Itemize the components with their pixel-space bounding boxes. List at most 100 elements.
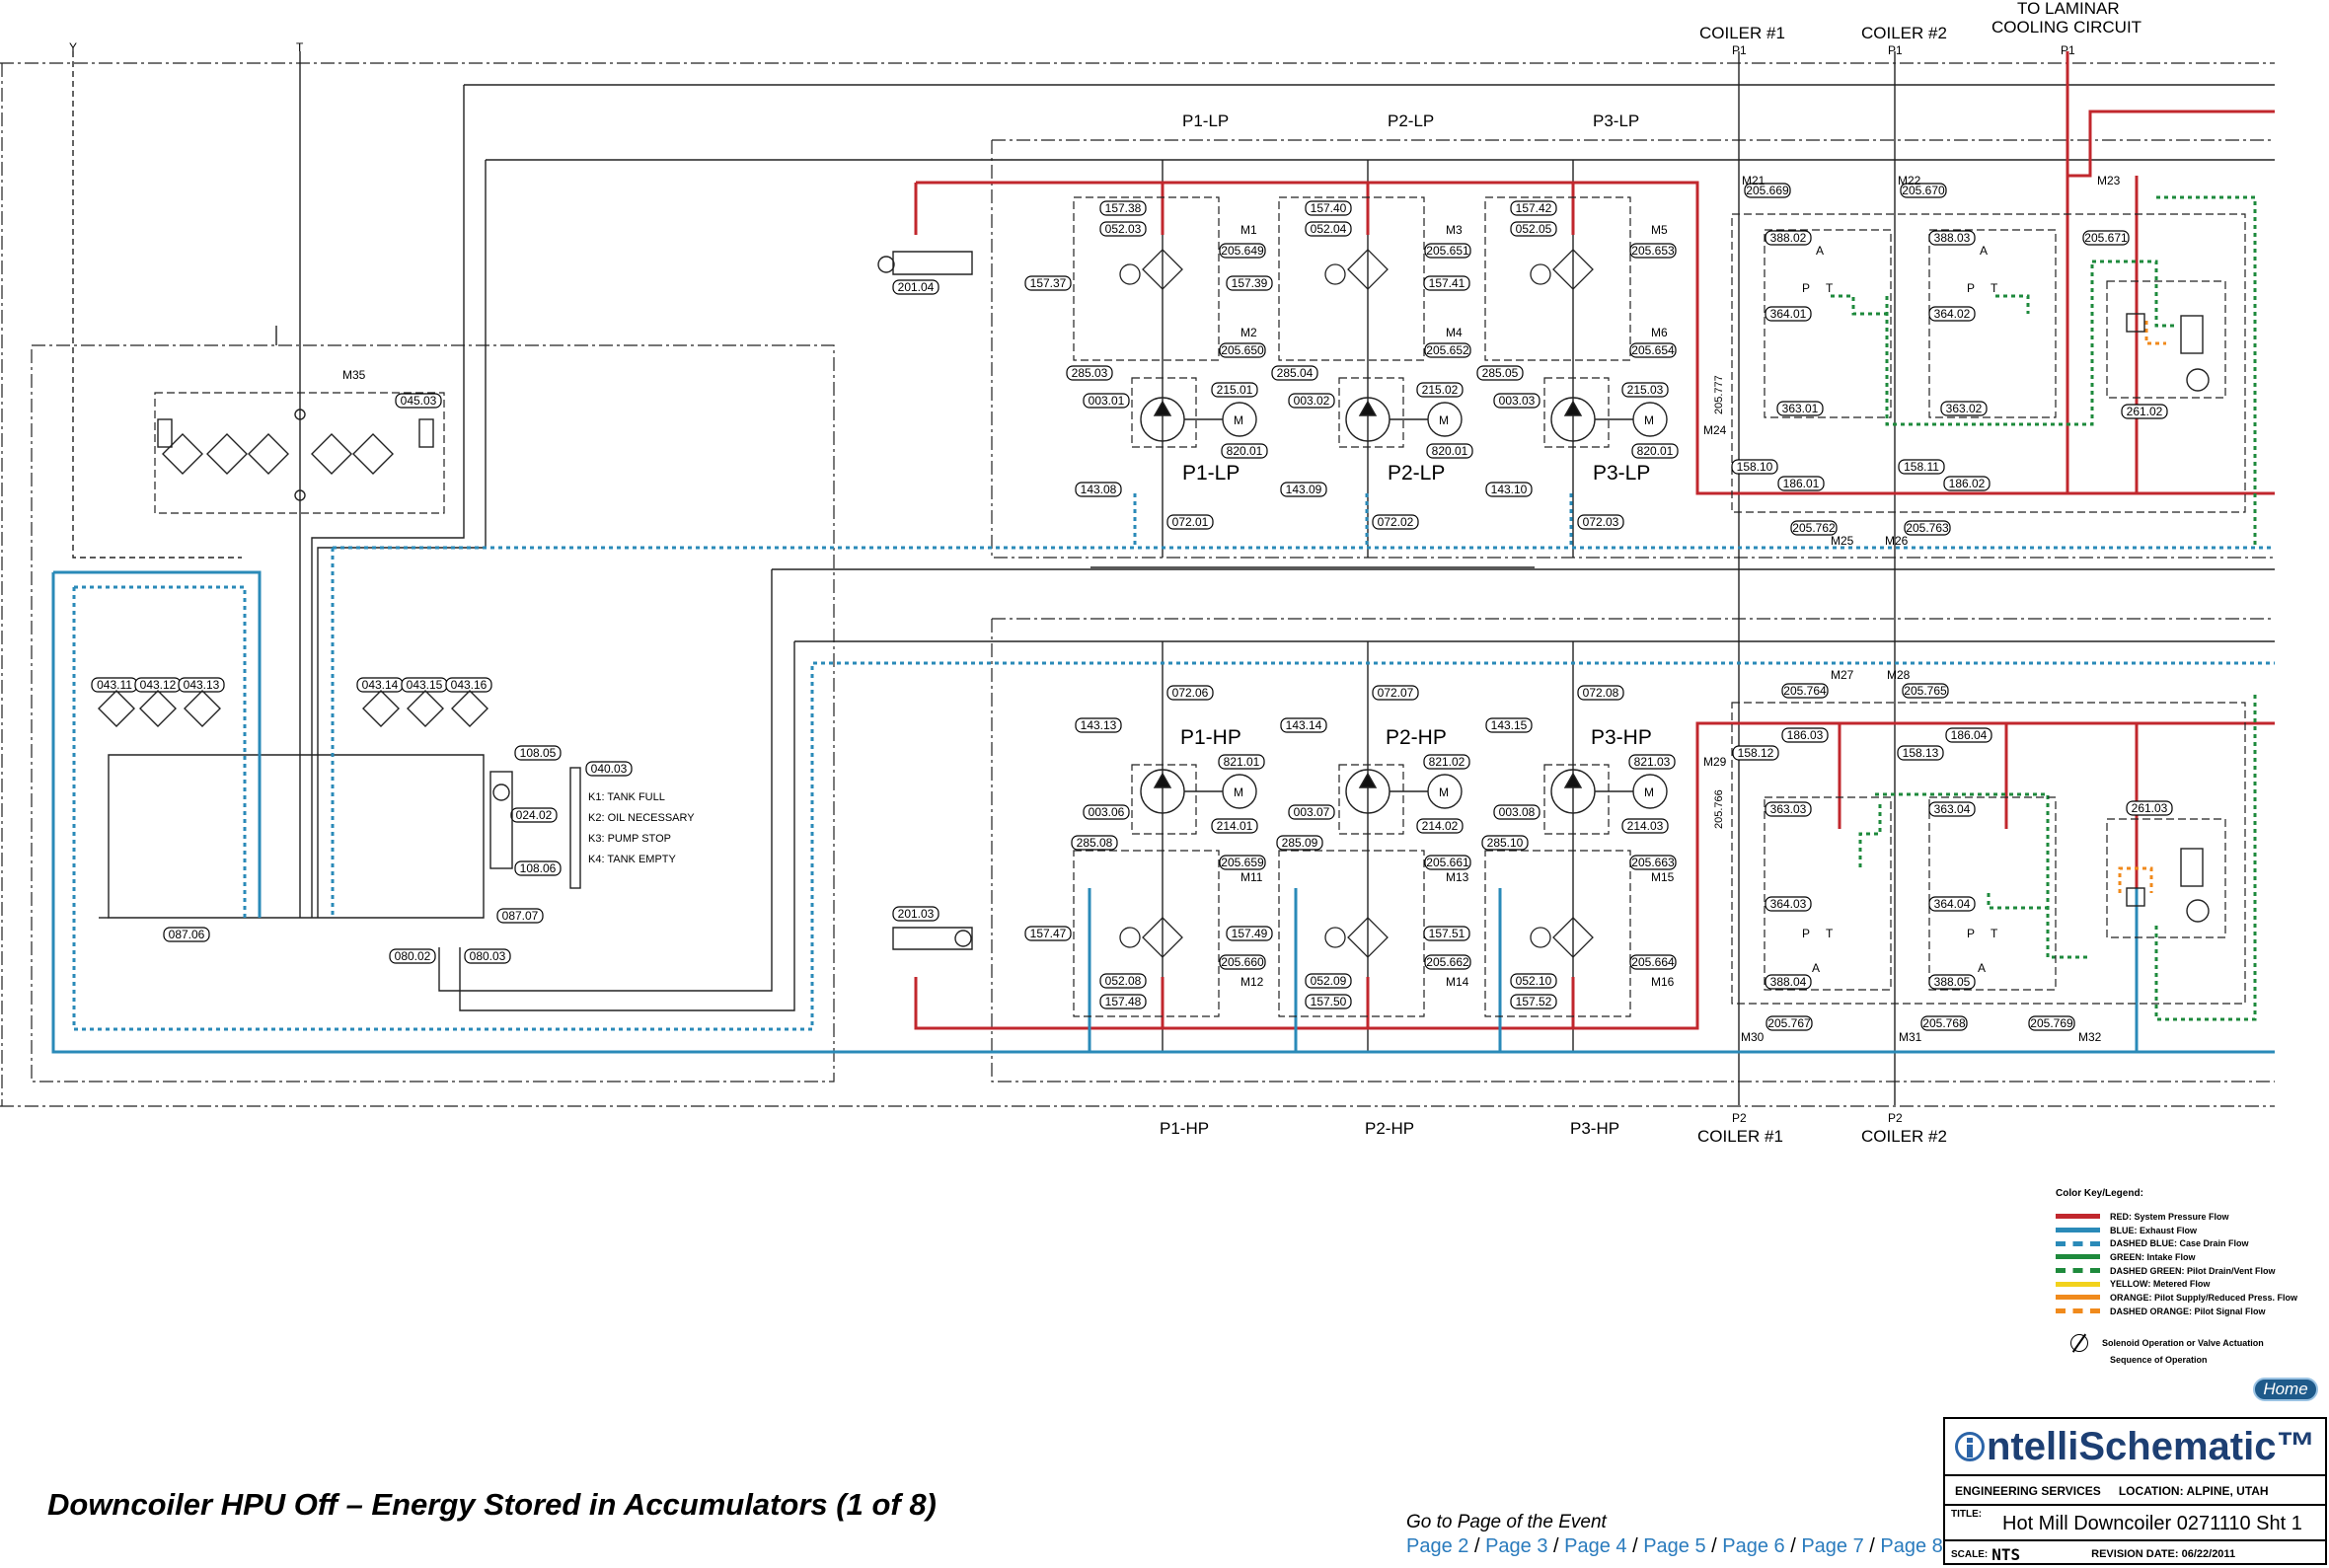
hp-tag-suction-1: 143.13 <box>1075 717 1122 733</box>
hp-tag-bot-3-text: 157.52 <box>1516 995 1552 1008</box>
hp-pump-3: M <box>1550 769 1668 814</box>
hp-tag-mbot-2: 205.662 <box>1424 954 1471 970</box>
hp-mtop-3: M15 <box>1651 870 1675 884</box>
legend-swatch <box>2056 1268 2100 1274</box>
port-a-1: A <box>1816 244 1824 258</box>
hp-tag-coupling-2: 214.02 <box>1416 818 1464 834</box>
m24-label: M24 <box>1703 423 1727 437</box>
tank-filters_left-2-text: 043.13 <box>184 678 220 692</box>
lc-v1-text: 388.04 <box>1770 975 1807 989</box>
k2-label: K2: OIL NECESSARY <box>588 812 695 824</box>
lp-pump-2: M <box>1345 397 1463 442</box>
lc-v1: 388.04 <box>1765 974 1812 990</box>
lp-tag-mtop-2-text: 205.651 <box>1426 244 1469 258</box>
page-link-2[interactable]: Page 2 <box>1406 1535 1469 1557</box>
page-link-6[interactable]: Page 6 <box>1722 1535 1785 1557</box>
legend-label: RED: System Pressure Flow <box>2110 1211 2229 1222</box>
tank-dir-top: 201.04 <box>892 279 939 295</box>
uc-f2: 158.11 <box>1898 459 1945 475</box>
lc-acc-text: 261.03 <box>2132 801 2168 815</box>
home-button[interactable]: Home <box>2253 1378 2318 1401</box>
lc-m28-tag: 205.765 <box>1902 683 1949 699</box>
location: LOCATION: ALPINE, UTAH <box>2118 1484 2269 1498</box>
svg-text:M: M <box>1234 785 1243 799</box>
hp-tag-side-1: 157.47 <box>1024 926 1072 941</box>
pump-headers: P1-LP P2-LP P3-LP P1-HP P2-HP P3-HP P1-L… <box>1160 112 1652 1138</box>
lp-tag-mbot-2: 205.652 <box>1424 342 1471 358</box>
hp-tag-mtop-2: 205.661 <box>1424 855 1471 870</box>
uc-m21-tag: 205.669 <box>1744 183 1791 198</box>
lp-header-3: P3-LP <box>1593 112 1639 130</box>
hp-filter-2 <box>1347 917 1389 958</box>
hp-footer-3: P3-HP <box>1570 1119 1619 1138</box>
legend-item: BLUE: Exhaust Flow <box>2056 1224 2322 1237</box>
lc-m30-tag-text: 205.767 <box>1767 1016 1811 1030</box>
lp-tag-pump-2: 003.02 <box>1288 393 1335 409</box>
lp-tag-mbot-2-text: 205.652 <box>1426 343 1469 357</box>
hp-tag-mbot-1: 205.660 <box>1219 954 1266 970</box>
lc-c1: 364.03 <box>1765 896 1812 912</box>
blue-case-drain-lines <box>72 493 2275 1031</box>
scale-value: NTS <box>1991 1544 2021 1564</box>
lp-tag-suction-1: 143.08 <box>1075 482 1122 497</box>
tank-filters_left-1-text: 043.12 <box>140 678 177 692</box>
m28-label: M28 <box>1887 668 1911 682</box>
hp-footer-2: P2-HP <box>1365 1119 1414 1138</box>
legend-item: DASHED BLUE: Case Drain Flow <box>2056 1236 2322 1250</box>
lp-tag-relief-2: 285.04 <box>1271 365 1318 381</box>
uc-r1-text: 363.01 <box>1782 402 1819 415</box>
k4-label: K4: TANK EMPTY <box>588 854 677 865</box>
uc-c2-text: 364.02 <box>1934 307 1971 321</box>
k3-label: K3: PUMP STOP <box>588 833 671 845</box>
tank-drain-text: 087.06 <box>169 928 205 941</box>
lc-f1-text: 158.12 <box>1738 746 1774 760</box>
tank-v-bot-text: 108.06 <box>520 861 557 875</box>
page-link-5[interactable]: Page 5 <box>1643 1535 1706 1557</box>
uc-n1: 186.01 <box>1777 476 1825 491</box>
lp-tag-valve-3-text: 072.03 <box>1583 515 1619 529</box>
lp-tag-suction-1-text: 143.08 <box>1081 483 1117 496</box>
legend-item: ORANGE: Pilot Supply/Reduced Press. Flow <box>2056 1291 2322 1305</box>
revision-date: REVISION DATE: 06/22/2011 <box>2091 1548 2236 1560</box>
label-coiler1-bottom: COILER #1 <box>1697 1127 1783 1146</box>
page-link-4[interactable]: Page 4 <box>1564 1535 1627 1557</box>
lp-pump-3: M <box>1550 397 1668 442</box>
lp-tag-valve-2: 072.02 <box>1372 514 1419 530</box>
coiler-m-labels: M21 M22 M23 M24 M25 M26 M27 M28 M29 M30 … <box>1703 174 2121 1044</box>
lp-filter-3 <box>1552 249 1594 290</box>
lc-n1: 186.03 <box>1781 727 1829 743</box>
lp-tag-mtop-1: 205.649 <box>1219 243 1266 259</box>
hp-label-1: P1-HP <box>1180 726 1241 749</box>
lp-tag-relief-3-text: 285.05 <box>1482 366 1519 380</box>
hp-tag-filter-1-text: 052.08 <box>1105 974 1142 988</box>
logo-icon <box>1955 1432 1985 1461</box>
hp-tag-coupling-3-text: 214.03 <box>1627 819 1664 833</box>
k1-label: K1: TANK FULL <box>588 791 665 803</box>
m27-label: M27 <box>1831 668 1854 682</box>
lp-tag-mtop-3-text: 205.653 <box>1631 244 1675 258</box>
uc-v2-text: 388.03 <box>1934 231 1971 245</box>
tank-switch-text: 040.03 <box>591 762 628 776</box>
hp-tag-bot-2-text: 157.50 <box>1311 995 1347 1008</box>
hp-tag-motor-2: 821.02 <box>1423 754 1470 770</box>
uc-c2: 364.02 <box>1928 306 1976 322</box>
hp-tag-suction-1-text: 143.13 <box>1081 718 1117 732</box>
lp-tag-sw-2-text: 157.41 <box>1429 276 1465 290</box>
tank-dir-bot: 201.03 <box>892 906 939 922</box>
uc-f1: 158.10 <box>1731 459 1778 475</box>
hp-tag-mtop-1-text: 205.659 <box>1221 856 1264 869</box>
tank-assembly <box>98 251 973 950</box>
lc-acc: 261.03 <box>2126 800 2173 816</box>
page-link-7[interactable]: Page 7 <box>1801 1535 1864 1557</box>
lp-tag-coupling-1: 215.01 <box>1211 382 1258 398</box>
tank-k-labels: K1: TANK FULL K2: OIL NECESSARY K3: PUMP… <box>342 368 695 865</box>
hp-tag-valve-2: 072.07 <box>1372 685 1419 701</box>
hp-tag-sw-1: 157.49 <box>1226 926 1273 941</box>
lp-tag-valve-2-text: 072.02 <box>1378 515 1414 529</box>
page-link-8[interactable]: Page 8 <box>1880 1535 1943 1557</box>
lp-header-2: P2-LP <box>1388 112 1434 130</box>
lp-tag-top-3-text: 157.42 <box>1516 201 1552 215</box>
page-link-3[interactable]: Page 3 <box>1485 1535 1548 1557</box>
m23-label: M23 <box>2097 174 2121 187</box>
page-separator: / <box>1547 1535 1565 1557</box>
